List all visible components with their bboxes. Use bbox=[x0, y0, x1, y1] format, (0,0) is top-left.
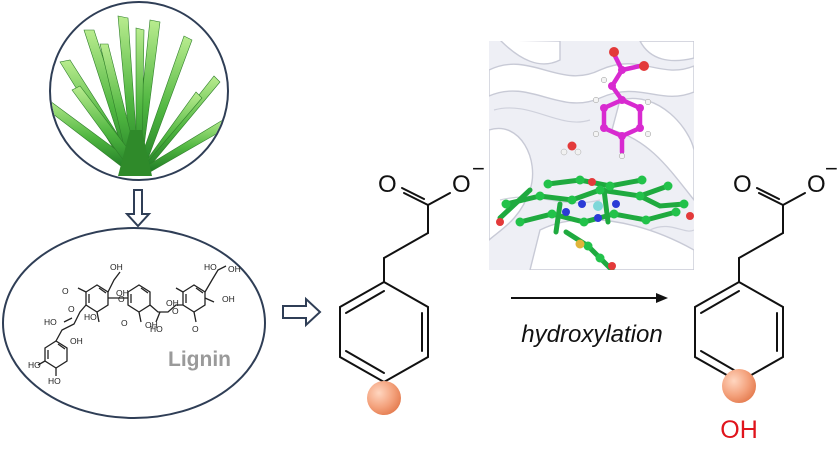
plant-circle bbox=[49, 1, 229, 181]
product-hydroxyl-label: OH bbox=[720, 416, 758, 444]
reaction-label: hydroxylation bbox=[521, 321, 662, 348]
product-charge: − bbox=[825, 156, 838, 181]
substrate-carboxylate-oxygen: O bbox=[452, 171, 471, 198]
lignin-ether-o: O bbox=[172, 306, 179, 316]
substrate-highlight-atom bbox=[367, 381, 401, 415]
lignin-hydroxyl: HO bbox=[44, 317, 57, 327]
substrate-molecule bbox=[339, 187, 451, 384]
lignin-methoxy: O bbox=[192, 324, 199, 334]
lignin-ellipse: O OH HO O OH HO OH HO HO OH HO OH O O O … bbox=[2, 227, 266, 419]
lignin-hydroxyl: OH bbox=[110, 262, 123, 272]
grass-plant-icon bbox=[51, 15, 227, 176]
lignin-ether-o: O bbox=[118, 294, 125, 304]
lignin-hydroxyl: HO bbox=[28, 360, 41, 370]
lignin-hydroxyl: HO bbox=[150, 324, 163, 334]
lignin-ether-o: O bbox=[68, 304, 75, 314]
lignin-hydroxyl: HO bbox=[204, 262, 217, 272]
lignin-hydroxyl: OH bbox=[166, 298, 179, 308]
lignin-hydroxyl: HO bbox=[84, 312, 97, 322]
substrate-charge: − bbox=[472, 156, 485, 181]
product-molecule bbox=[694, 187, 806, 384]
lignin-hydroxyl: OH bbox=[70, 336, 83, 346]
lignin-methoxy: O bbox=[121, 318, 128, 328]
lignin-methoxy: O bbox=[62, 286, 69, 296]
lignin-hydroxyl: OH bbox=[222, 294, 235, 304]
hollow-down-arrow-icon bbox=[124, 189, 152, 228]
product-highlight-atom bbox=[722, 369, 756, 403]
lignin-hydroxyl: HO bbox=[48, 376, 61, 386]
product-carboxylate-oxygen: O bbox=[807, 171, 826, 198]
reaction-arrow bbox=[511, 293, 668, 303]
product-carbonyl-oxygen: O bbox=[733, 171, 752, 198]
lignin-label: Lignin bbox=[168, 348, 231, 371]
lignin-structure bbox=[37, 265, 227, 376]
lignin-hydroxyl: OH bbox=[145, 320, 158, 330]
lignin-hydroxyl: OH bbox=[116, 288, 129, 298]
enzyme-structure-icon bbox=[489, 41, 694, 270]
hollow-right-arrow-icon bbox=[282, 296, 322, 328]
lignin-hydroxyl: OH bbox=[228, 264, 241, 274]
substrate-carbonyl-oxygen: O bbox=[378, 171, 397, 198]
